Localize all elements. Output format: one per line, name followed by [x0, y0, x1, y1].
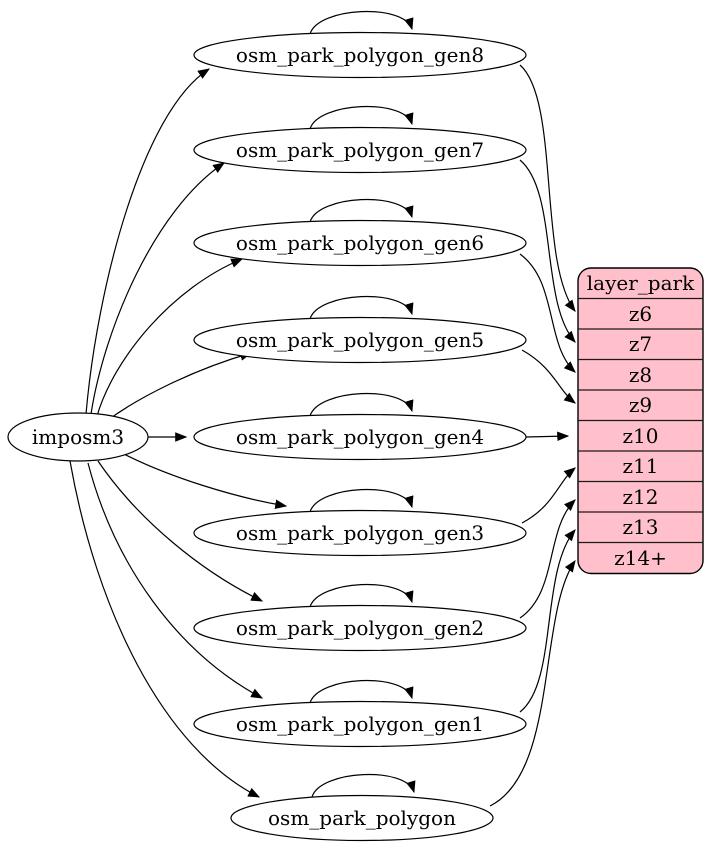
edge-imposm3-gen3	[119, 451, 288, 509]
self-loop-gen3	[309, 489, 414, 513]
layer-park-row-z11: z11	[623, 454, 659, 478]
self-loop-gen8	[309, 11, 414, 35]
gen1-label: osm_park_polygon_gen1	[236, 712, 484, 736]
gen4-ellipse	[193, 413, 527, 461]
edge-imposm3-gen8	[85, 68, 211, 415]
gen7-ellipse	[193, 126, 527, 174]
edge-imposm3-gen5	[107, 351, 253, 421]
node-osm-park-polygon: osm_park_polygon	[230, 794, 494, 842]
edge-gen5-z9	[521, 349, 576, 404]
gen1-ellipse	[193, 700, 527, 748]
self-loop-polygon	[311, 774, 416, 798]
gen2-ellipse	[193, 604, 527, 652]
node-imposm3: imposm3	[7, 412, 149, 462]
self-loop-gen5	[309, 296, 414, 320]
gen7-label: osm_park_polygon_gen7	[236, 138, 484, 162]
imposm3-ellipse	[7, 412, 149, 462]
edge-gen7-z7	[519, 159, 576, 343]
gen6-ellipse	[193, 219, 527, 267]
edge-imposm3-gen7	[90, 162, 225, 415]
self-loop-edges	[309, 11, 416, 798]
gen2-label: osm_park_polygon_gen2	[236, 616, 484, 640]
polygon-ellipse	[230, 794, 494, 842]
gen3-ellipse	[193, 509, 527, 557]
node-osm-park-polygon-gen1: osm_park_polygon_gen1	[193, 700, 527, 748]
layer-park-row-z9: z9	[629, 393, 652, 417]
node-osm-park-polygon-gen4: osm_park_polygon_gen4	[193, 413, 527, 461]
node-layer-park: layer_park z6 z7 z8 z9 z10 z11 z12 z13 z…	[577, 267, 704, 575]
layer-park-row-z10: z10	[623, 424, 659, 448]
gen3-label: osm_park_polygon_gen3	[236, 521, 484, 545]
edge-gen2-z12	[519, 499, 576, 619]
edge-imposm3-polygon	[69, 460, 261, 798]
gen5-ellipse	[193, 316, 527, 364]
edge-gen8-z6	[519, 64, 576, 312]
edge-gen4-z10	[525, 431, 570, 442]
layer-park-header: layer_park	[587, 271, 695, 295]
node-osm-park-polygon-gen6: osm_park_polygon_gen6	[193, 219, 527, 267]
edge-gen1-z13	[519, 529, 576, 713]
node-osm-park-polygon-gen5: osm_park_polygon_gen5	[193, 316, 527, 364]
self-loop-gen7	[309, 106, 414, 130]
edge-imposm3-gen2	[97, 460, 264, 602]
imposm3-label: imposm3	[32, 425, 124, 449]
gen8-ellipse	[193, 31, 527, 79]
gen6-label: osm_park_polygon_gen6	[236, 231, 484, 255]
layer-park-row-z8: z8	[629, 363, 652, 387]
edge-imposm3-gen1	[87, 462, 264, 699]
layer-park-row-z13: z13	[623, 515, 659, 539]
layer-park-row-z7: z7	[629, 332, 652, 356]
node-osm-park-polygon-gen3: osm_park_polygon_gen3	[193, 509, 527, 557]
layer-park-row-z6: z6	[629, 302, 652, 326]
gen8-label: osm_park_polygon_gen8	[236, 43, 484, 67]
layer-park-row-z12: z12	[623, 485, 659, 509]
node-osm-park-polygon-gen8: osm_park_polygon_gen8	[193, 31, 527, 79]
self-loop-gen6	[309, 199, 414, 223]
edge-polygon-z14	[489, 560, 576, 807]
edge-gen6-z8	[519, 253, 576, 373]
gen4-label: osm_park_polygon_gen4	[236, 425, 484, 449]
node-osm-park-polygon-gen7: osm_park_polygon_gen7	[193, 126, 527, 174]
edge-gen3-z11	[521, 467, 576, 524]
edges-imposm3-to-tables	[69, 68, 288, 798]
polygon-label: osm_park_polygon	[268, 806, 456, 830]
self-loop-gen2	[309, 584, 414, 608]
edges-tables-to-layer	[489, 64, 576, 807]
self-loop-gen4	[309, 393, 414, 417]
gen5-label: osm_park_polygon_gen5	[236, 328, 484, 352]
node-osm-park-polygon-gen2: osm_park_polygon_gen2	[193, 604, 527, 652]
layer-park-row-z14: z14+	[614, 546, 667, 570]
edge-imposm3-gen6	[96, 258, 244, 417]
self-loop-gen1	[309, 680, 414, 704]
